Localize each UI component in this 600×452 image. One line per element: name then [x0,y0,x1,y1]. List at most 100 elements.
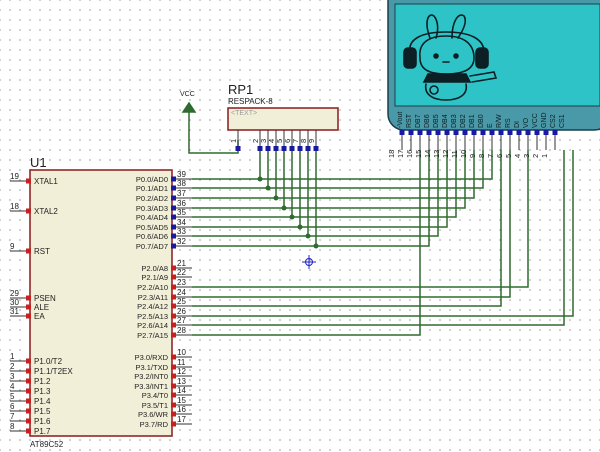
mcu-pin-marker [171,392,176,398]
rp1-pin-number: 2 [251,139,260,143]
mcu-pin-number: 34 [177,218,186,227]
mcu-pin-marker [171,205,176,211]
mcu-pin-number: 19 [10,172,19,181]
mcu-pin-marker [26,368,31,374]
lcd-pin-marker [408,130,414,135]
mcu-pin-marker [171,284,176,290]
junction-dot [305,233,311,239]
lcd-pin-marker [507,130,513,135]
mcu-pin-number: 5 [10,392,15,401]
lcd-pin-name: DB2 [460,114,467,128]
wire-layer [192,148,574,336]
mcu-pin-name: P1.0/T2 [34,357,63,366]
mcu-pin-name: P3.6/WR [138,410,169,419]
mcu-pin-name: P1.6 [34,417,51,426]
mcu-pin-marker [171,224,176,230]
rp1-text-placeholder: <TEXT> [231,110,258,117]
lcd-pin-number: 11 [450,150,459,158]
mcu-pin-number: 10 [177,348,186,357]
lcd-pin-number: 3 [522,154,531,158]
lcd-pin-marker [489,130,495,135]
lcd-pin-number: 2 [531,154,540,158]
mcu-pin-marker [171,313,176,319]
lcd-pin-name: DI [514,121,521,128]
rp1-pin-number: 8 [299,139,308,143]
mcu-body[interactable] [29,169,173,437]
rp1-pin-marker [281,146,287,151]
mcu-pin-name: P2.7/A15 [137,331,168,340]
junction-dot [257,176,263,182]
mcu-pin-number: 4 [10,382,15,391]
mcu-pin-marker [26,304,31,310]
data-bus-wire [192,150,475,199]
mcu-pin-marker [171,373,176,379]
lcd-screen [394,3,600,107]
mcu-pin-marker [26,313,31,319]
control-wire [192,150,511,298]
lcd-pin-marker [471,130,477,135]
mcu-pin-marker [26,358,31,364]
lcd-pin-number: 4 [513,154,522,158]
control-wire [192,150,502,307]
lcd-pin-marker [534,130,540,135]
lcd-module[interactable] [387,0,600,131]
junction-dot [289,214,295,220]
rp1-body[interactable] [227,107,339,131]
mcu-pin-marker [171,322,176,328]
mcu-pin-name: P3.0/RXD [135,353,169,362]
mcu-pin-name: P1.3 [34,387,51,396]
mcu-pin-number: 3 [10,372,15,381]
mcu-pin-name: P0.3/AD3 [136,204,168,213]
rp1-pin-number: 4 [267,139,276,143]
lcd-pin-marker [399,130,405,135]
mcu-pin-number: 12 [177,367,186,376]
mcu-pin-marker [171,303,176,309]
data-bus-wire [192,150,430,247]
mcu-part-label: AT89C52 [30,440,64,449]
mcu-pin-name: P0.4/AD4 [136,213,168,222]
mcu-pin-number: 18 [10,202,19,211]
data-bus-wire [192,150,448,228]
rp1-pin-marker [273,146,279,151]
mcu-pin-marker [26,178,31,184]
lcd-pin-number: 13 [432,150,441,158]
lcd-pin-marker [444,130,450,135]
mcu-pin-marker [171,185,176,191]
lcd-pin-marker [426,130,432,135]
mcu-pin-marker [171,421,176,427]
pin-layer: 19XTAL118XTAL29RST29PSEN30ALE31EA1P1.0/T… [10,112,566,436]
mcu-pin-number: 35 [177,208,186,217]
lcd-pin-name: VO [523,117,530,128]
lcd-pin-name: E [487,123,494,128]
mcu-pin-name: P3.7/RD [140,420,169,429]
mcu-pin-marker [171,214,176,220]
lcd-pin-name: DB6 [424,114,431,128]
mcu-pin-number: 22 [177,268,186,277]
rp1-pin-number: 7 [291,139,300,143]
control-wire [192,150,421,336]
mcu-pin-number: 37 [177,189,186,198]
lcd-pin-number: 15 [414,150,423,158]
lcd-pin-marker [480,130,486,135]
lcd-rabbit-image [403,14,498,101]
mcu-pin-number: 7 [10,412,15,421]
lcd-pin-marker [417,130,423,135]
mcu-pin-name: P1.7 [34,427,51,436]
mcu-pin-name: P1.5 [34,407,51,416]
lcd-pin-name: R/W [496,114,503,128]
mcu-pin-number: 21 [177,259,186,268]
mcu-pin-name: P2.0/A8 [141,264,168,273]
mcu-pin-marker [171,274,176,280]
lcd-pin-marker [435,130,441,135]
lcd-pin-name: DB7 [415,114,422,128]
lcd-pin-name: DB5 [433,114,440,128]
lcd-pin-name: CS2 [550,114,557,128]
mcu-pin-number: 8 [10,422,15,431]
lcd-pin-name: DB3 [451,114,458,128]
lcd-pin-number: 17 [396,150,405,158]
junction-dot [313,243,319,249]
mcu-pin-marker [26,208,31,214]
lcd-pin-number: 9 [468,154,477,158]
